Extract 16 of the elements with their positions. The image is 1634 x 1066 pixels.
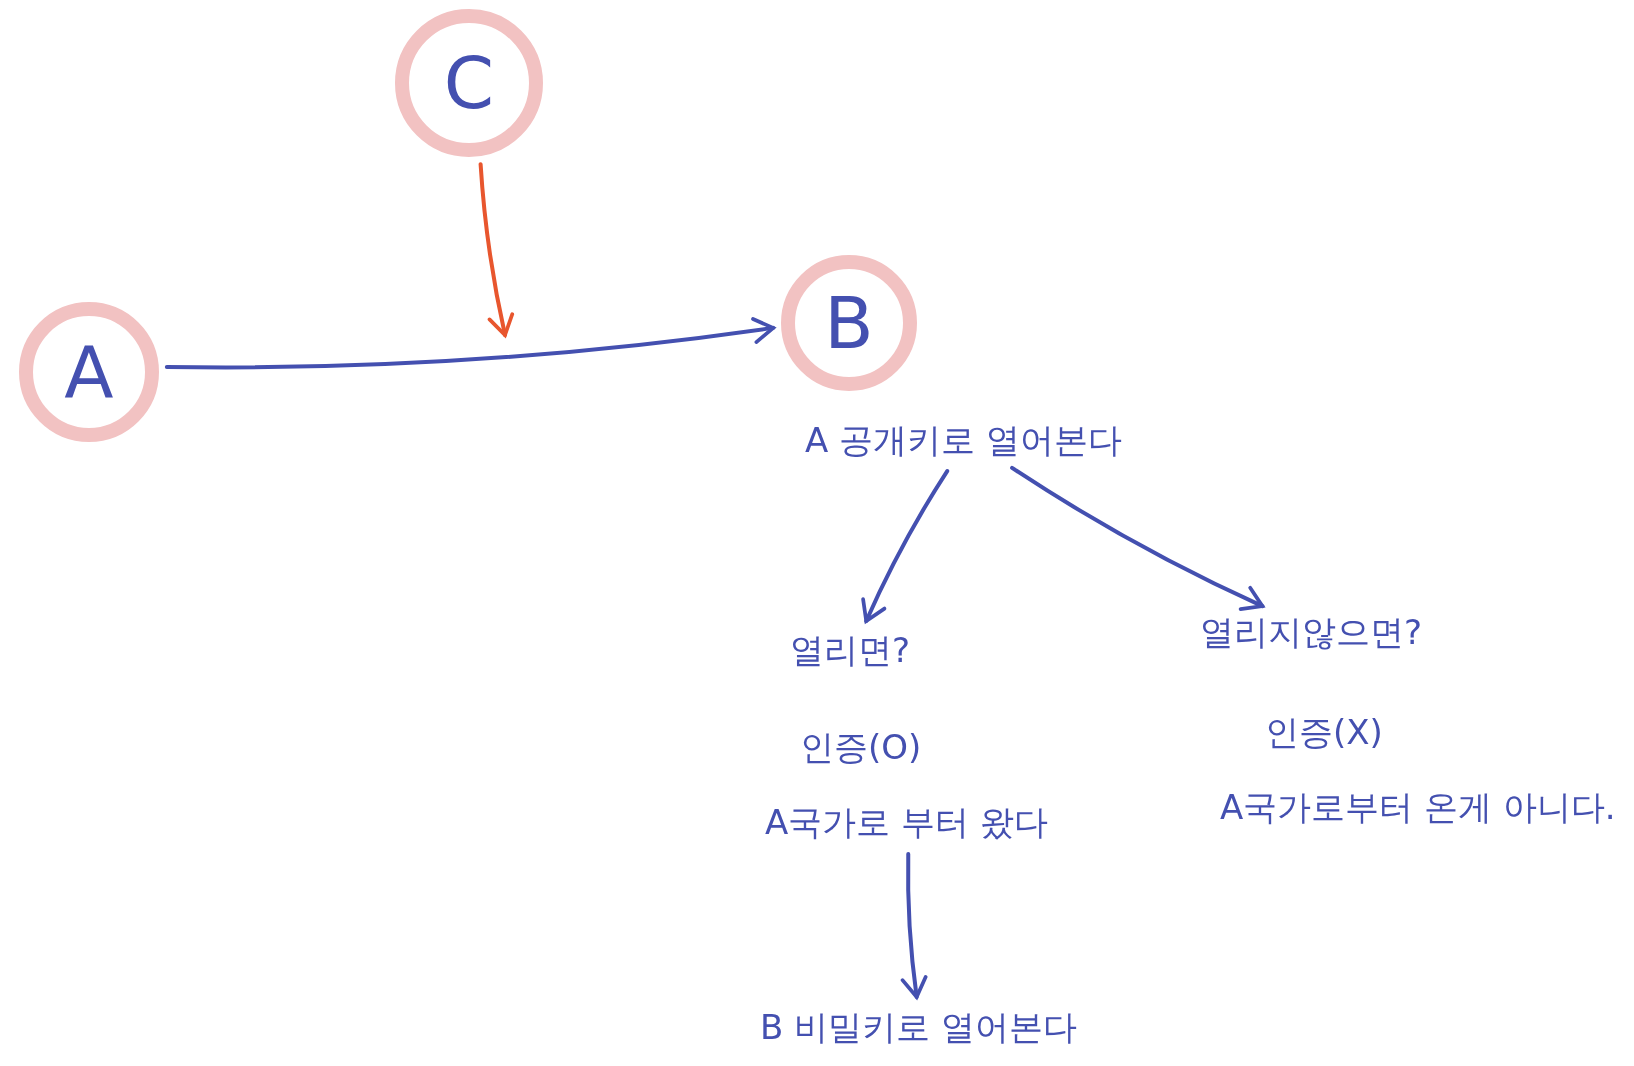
arrow	[900, 852, 928, 999]
note-text: A국가로 부터 왔다	[765, 800, 1048, 846]
note-text: B 비밀키로 열어본다	[760, 1005, 1077, 1051]
arrow	[861, 469, 950, 623]
circle-node: A	[19, 302, 159, 442]
note-text: 열리면?	[790, 628, 911, 674]
note-text: 인증(X)	[1265, 710, 1383, 756]
arrow	[164, 317, 776, 370]
note-text: A 공개키로 열어본다	[805, 418, 1122, 464]
circle-node: B	[781, 255, 917, 391]
circle-node: C	[395, 9, 543, 157]
note-text: 인증(O)	[800, 725, 922, 771]
arrow	[1010, 465, 1265, 611]
note-text: 열리지않으면?	[1200, 610, 1423, 656]
arrow	[478, 162, 515, 337]
note-text: A국가로부터 온게 아니다.	[1220, 785, 1616, 831]
